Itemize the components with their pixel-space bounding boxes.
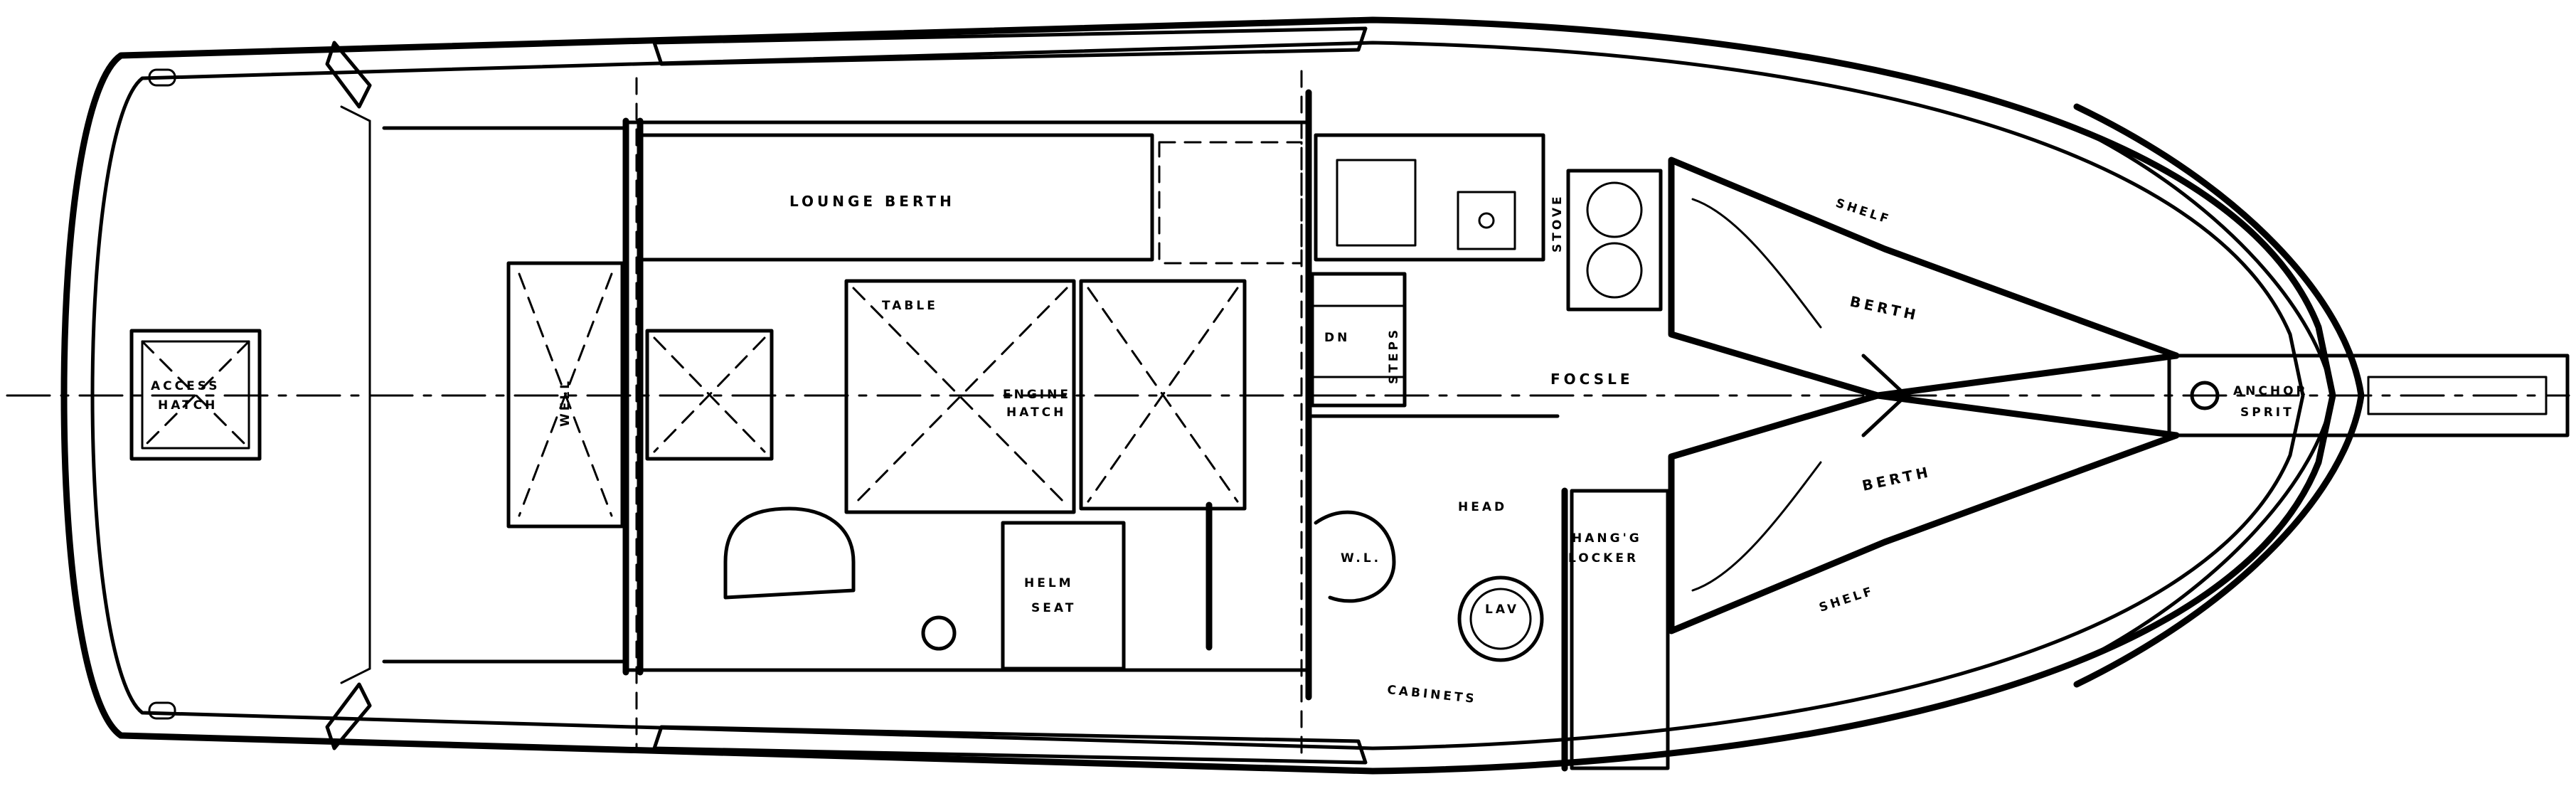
forward-hatch-small xyxy=(645,329,774,461)
pedestal xyxy=(921,615,957,651)
galley xyxy=(1314,133,1545,262)
label-steps: STEPS xyxy=(1387,327,1401,384)
label-cabinets: CABINETS xyxy=(1386,683,1477,706)
cleat-stern-lower xyxy=(148,701,176,720)
label-dn: DN xyxy=(1324,331,1350,345)
window-upper xyxy=(652,26,1368,66)
label-hang-locker-2: LOCKER xyxy=(1568,551,1639,566)
stern-rail-upper xyxy=(325,41,372,109)
hanging-locker xyxy=(1570,489,1670,770)
label-access-hatch-2: HATCH xyxy=(158,398,218,413)
label-table: TABLE xyxy=(882,299,938,313)
label-wl: W.L. xyxy=(1341,551,1381,566)
lounge-berth xyxy=(638,133,1303,265)
label-anchor-sprit-1: ANCHOR xyxy=(2233,384,2309,398)
label-lounge-berth: LOUNGE BERTH xyxy=(789,193,955,210)
label-helm-seat-1: HELM xyxy=(1024,576,1074,590)
steps xyxy=(1310,272,1407,408)
well xyxy=(506,261,624,529)
label-anchor-sprit-2: SPRIT xyxy=(2240,405,2294,420)
label-helm-seat-2: SEAT xyxy=(1031,601,1076,615)
window-lower xyxy=(652,725,1368,765)
label-head: HEAD xyxy=(1458,500,1507,514)
label-lav: LAV xyxy=(1485,602,1519,617)
label-access-hatch-1: ACCESS xyxy=(151,379,220,393)
label-stove: STOVE xyxy=(1550,193,1565,253)
label-hang-locker-1: HANG'G xyxy=(1572,531,1642,546)
cleat-stern-upper xyxy=(148,68,176,87)
label-engine-hatch-2: HATCH xyxy=(1006,405,1066,420)
label-shelf-upper: SHELF xyxy=(1833,196,1893,228)
helm-chair xyxy=(723,506,856,600)
label-shelf-lower: SHELF xyxy=(1817,584,1876,615)
label-berth-lower: BERTH xyxy=(1861,463,1933,494)
label-well: WELL xyxy=(558,378,573,427)
anchor-sprit xyxy=(2167,354,2570,437)
v-berth xyxy=(1668,156,2180,635)
label-focsle: FOCSLE xyxy=(1550,371,1634,388)
table xyxy=(844,279,1076,514)
cabin-walls xyxy=(622,70,1312,755)
head xyxy=(1310,414,1568,772)
label-engine-hatch-1: ENGINE xyxy=(1003,388,1071,402)
helm-seat xyxy=(1001,521,1126,671)
stern-rail-lower xyxy=(325,682,372,750)
label-berth-upper: BERTH xyxy=(1848,292,1921,324)
access-hatch xyxy=(129,329,262,461)
stove xyxy=(1566,169,1663,312)
engine-hatch xyxy=(1079,279,1247,511)
